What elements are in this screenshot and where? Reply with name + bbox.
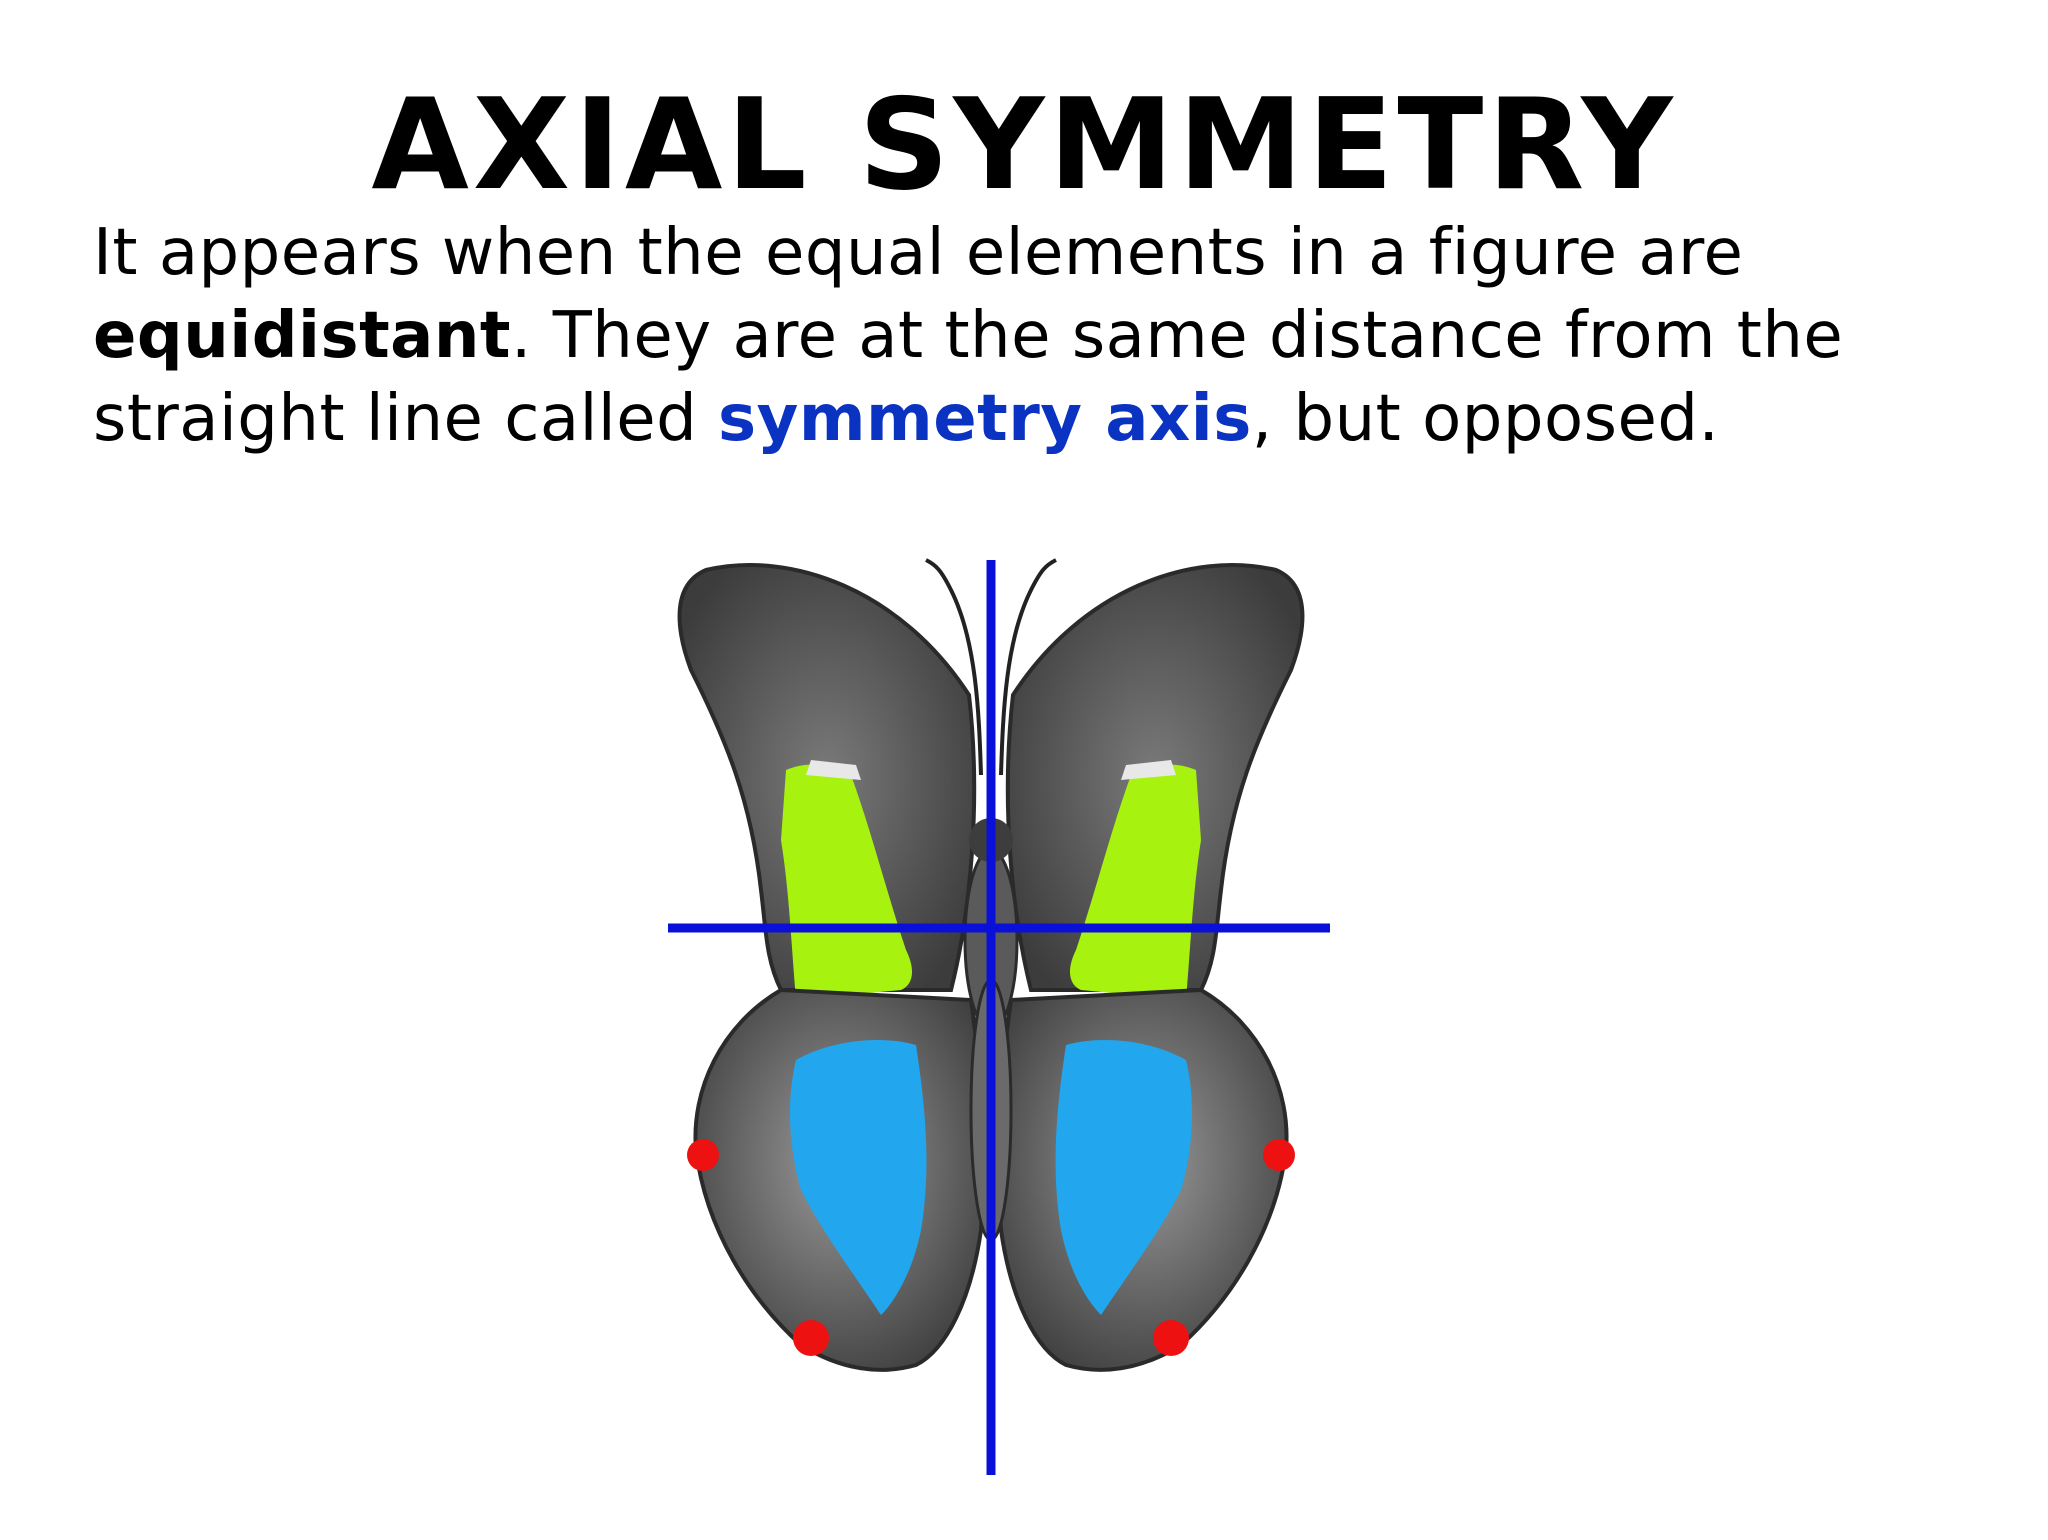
definition-text-3: , but opposed. — [1251, 382, 1720, 456]
term-symmetry-axis: symmetry axis — [718, 382, 1252, 456]
butterfly-left-half — [677, 558, 985, 1372]
butterfly-illustration — [668, 558, 1330, 1475]
left-forewing-white-mark — [806, 760, 861, 780]
right-hindwing-blue-patch — [1055, 1040, 1193, 1315]
butterfly-figure — [420, 470, 1600, 1540]
left-hindwing-red-spot-upper — [687, 1139, 719, 1171]
slide-title: AXIAL SYMMETRY — [371, 71, 1677, 218]
definition-text-2: . They are at the same distance from the… — [93, 299, 1844, 456]
right-hindwing-red-spot-upper — [1263, 1139, 1295, 1171]
butterfly-right-half — [997, 558, 1305, 1372]
left-hindwing-blue-patch — [789, 1040, 927, 1315]
definition-text-1: It appears when the equal elements in a … — [93, 216, 1744, 290]
term-equidistant: equidistant — [93, 299, 511, 373]
definition-paragraph: It appears when the equal elements in a … — [93, 212, 1993, 461]
right-antenna — [999, 558, 1057, 776]
left-hindwing-red-spot-lower — [793, 1320, 829, 1356]
right-hindwing-red-spot-lower — [1153, 1320, 1189, 1356]
right-forewing-green-band — [1069, 764, 1201, 1000]
left-forewing-green-band — [781, 764, 913, 1000]
right-forewing-white-mark — [1121, 760, 1176, 780]
left-antenna — [925, 558, 983, 776]
